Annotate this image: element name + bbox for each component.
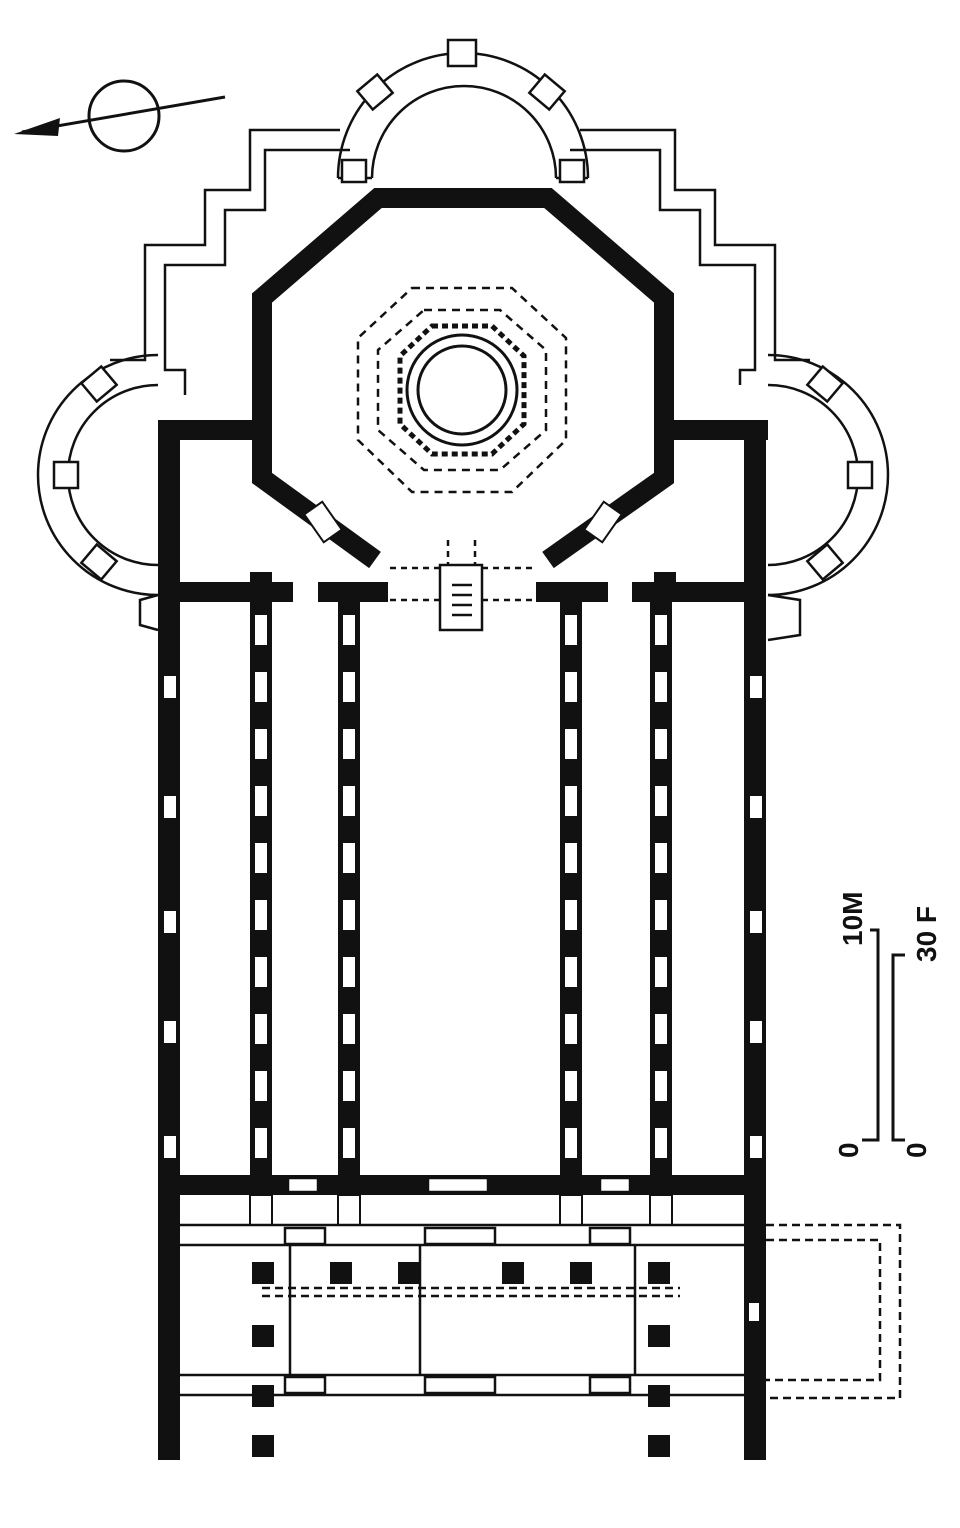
scale-bar-imperial: 30 F 0: [891, 906, 942, 1158]
outer-wall-windows: [162, 674, 764, 1160]
column-gap: [343, 786, 355, 816]
column-gap: [255, 957, 267, 987]
column-gap: [655, 729, 667, 759]
column-gap: [255, 1128, 267, 1158]
column-gap: [565, 1014, 577, 1044]
scale-imperial-top-label: 30 F: [911, 906, 942, 962]
column-gap: [655, 615, 667, 645]
column-gap: [565, 729, 577, 759]
left-apse: [36, 353, 159, 632]
scale-imperial-bottom-label: 0: [901, 1142, 932, 1158]
column-gap: [255, 615, 267, 645]
column-gap: [255, 672, 267, 702]
column-gap: [343, 615, 355, 645]
column-gap: [655, 1071, 667, 1101]
column-gap: [343, 1071, 355, 1101]
column-gap: [343, 900, 355, 930]
colonnade-extension: [337, 1194, 361, 1226]
bema-steps: [390, 540, 535, 632]
column-gap: [565, 1071, 577, 1101]
column-gap: [343, 672, 355, 702]
colonnade-extension: [559, 1194, 583, 1226]
column-gap: [343, 729, 355, 759]
column-gap: [255, 900, 267, 930]
scale-bar-metric: 10M 0: [833, 892, 880, 1158]
colonnade-extension: [649, 1194, 673, 1226]
column-gap: [655, 1128, 667, 1158]
column-gap: [255, 843, 267, 873]
column-gap: [655, 672, 667, 702]
narthex-piers: [252, 1262, 670, 1457]
column-gap: [565, 843, 577, 873]
scale-metric-bottom-label: 0: [833, 1142, 864, 1158]
column-gap: [255, 729, 267, 759]
column-gap: [565, 786, 577, 816]
side-door: [747, 1301, 761, 1323]
column-gap: [565, 900, 577, 930]
central-baptismal-font: [356, 286, 568, 494]
east-apse: [336, 38, 590, 184]
column-gap: [343, 1128, 355, 1158]
column-gap: [343, 843, 355, 873]
column-gap: [343, 1014, 355, 1044]
octagon-wall: [252, 188, 674, 569]
column-gap: [655, 900, 667, 930]
column-gap: [655, 957, 667, 987]
column-gap: [255, 1014, 267, 1044]
column-gap: [565, 672, 577, 702]
scale-metric-top-label: 10M: [837, 892, 868, 946]
column-gap: [655, 843, 667, 873]
column-gap: [565, 1128, 577, 1158]
right-apse: [767, 353, 890, 642]
column-gap: [565, 957, 577, 987]
column-gap: [255, 786, 267, 816]
outer-enclosure-wall: [110, 128, 810, 395]
colonnade-extension: [249, 1194, 273, 1226]
north-arrow-icon: [14, 79, 226, 153]
colonnades: [249, 602, 673, 1226]
dashed-annex: [766, 1223, 902, 1400]
column-gap: [343, 957, 355, 987]
column-gap: [655, 786, 667, 816]
column-gap: [655, 1014, 667, 1044]
column-gap: [565, 615, 577, 645]
column-gap: [255, 1071, 267, 1101]
